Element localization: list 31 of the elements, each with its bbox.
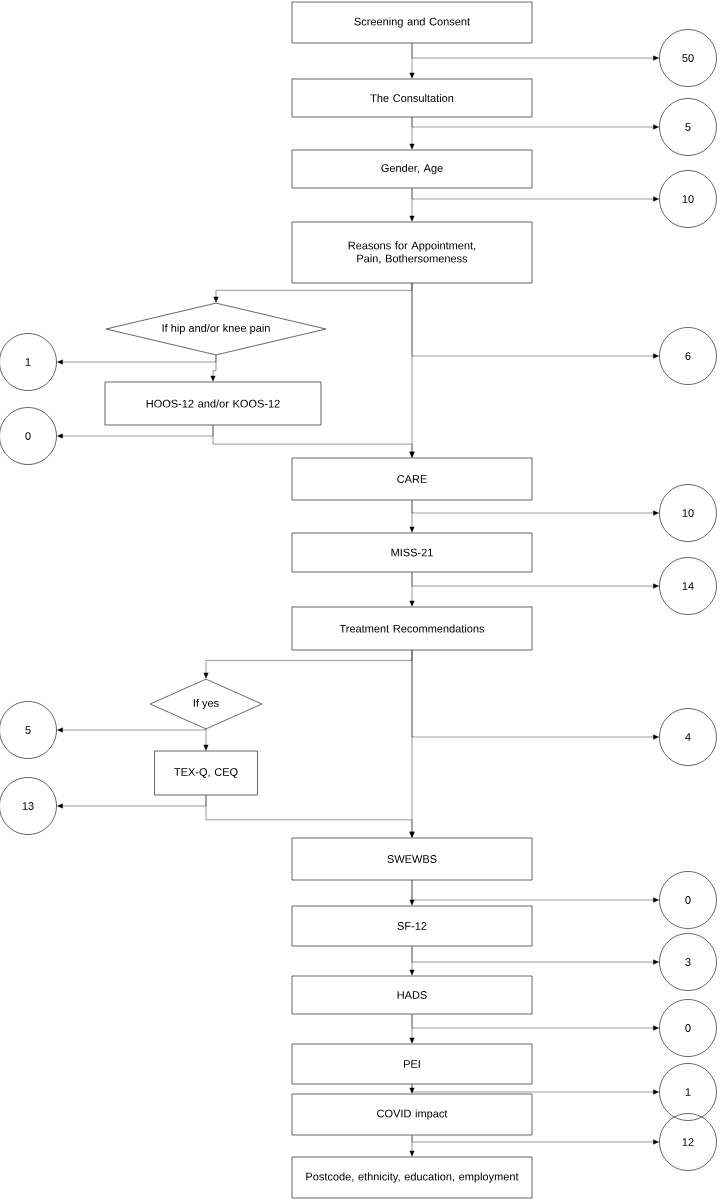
arrow <box>409 1084 415 1094</box>
process-box: HADS <box>291 975 533 1015</box>
arrow <box>411 188 659 202</box>
arrow <box>411 43 659 61</box>
arrow <box>411 946 659 965</box>
arrow <box>409 650 415 838</box>
arrow <box>409 283 415 458</box>
process-box: MISS-21 <box>291 532 533 573</box>
arrow <box>210 355 217 382</box>
process-box: Screening and Consent <box>291 1 533 44</box>
arrow <box>411 880 659 903</box>
arrow <box>411 1135 659 1145</box>
arrow <box>203 729 209 751</box>
process-box: COVID impact <box>291 1093 533 1136</box>
process-box: CARE <box>291 457 533 501</box>
arrow <box>411 1084 659 1095</box>
arrow <box>411 1014 659 1031</box>
process-box: Reasons for Appointment, Pain, Bothersomeness <box>291 221 533 284</box>
process-box: Gender, Age <box>291 149 533 189</box>
process-box: The Consultation <box>291 78 533 118</box>
process-box: HOOS-12 and/or KOOS-12 <box>104 381 322 426</box>
process-box: TEX-Q, CEQ <box>154 750 258 796</box>
arrow <box>57 727 207 733</box>
process-box: SF-12 <box>291 905 533 947</box>
process-box: Postcode, ethnicity, education, employment <box>291 1156 533 1199</box>
arrow <box>411 117 659 130</box>
process-box: Treatment Recommendations <box>291 606 533 651</box>
process-box: PEI <box>291 1043 533 1085</box>
process-box: SWEWBS <box>291 837 533 881</box>
arrow <box>411 572 659 589</box>
arrow <box>411 500 659 516</box>
